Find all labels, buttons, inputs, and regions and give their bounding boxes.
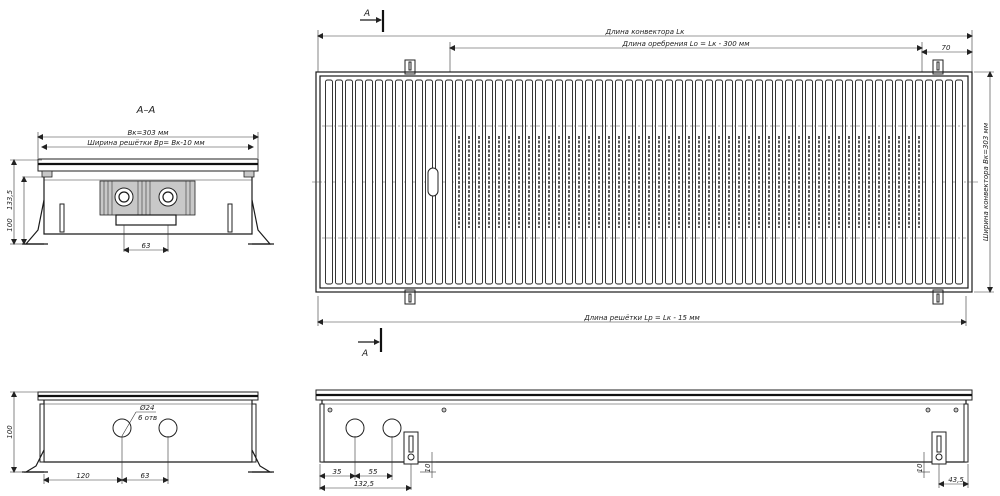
section-arrow-top-label: А xyxy=(363,9,370,19)
fin-length-label: Длина оребрения Lо = Lк - 300 мм xyxy=(622,40,751,48)
grille-bar xyxy=(945,79,953,285)
section-title: А–А xyxy=(136,105,156,116)
grille-length-label: Длина решётки Lр = Lк - 15 мм xyxy=(583,314,700,322)
grille-bar xyxy=(345,79,353,285)
grille-bar xyxy=(415,79,423,285)
hole-count-label: 6 отв xyxy=(138,414,157,422)
side-10a-label: 10 xyxy=(424,463,432,472)
side-hole-right xyxy=(382,418,402,438)
side-43-label: 43,5 xyxy=(948,476,964,484)
grille-width-label: Ширина решётки Вр= Вк-10 мм xyxy=(87,139,205,147)
side-55-label: 55 xyxy=(369,468,378,476)
conv-width-label: Ширина конвектора Вк=303 мм xyxy=(982,122,990,241)
grille-bar xyxy=(335,79,343,285)
front-63-label: 63 xyxy=(141,472,150,480)
pipe-left xyxy=(114,187,134,207)
section-view: А–А Вк=303 мм Ширина решётки Вр= Вк-10 м… xyxy=(6,105,274,253)
edge-70-label: 70 xyxy=(942,44,951,52)
front-height-label: 100 xyxy=(6,425,14,439)
side-view: 35 55 132,5 10 10 43,5 xyxy=(315,389,973,491)
width-bk-label: Вк=303 мм xyxy=(127,129,169,137)
front-view: Ø24 6 отв 100 120 63 xyxy=(6,391,274,484)
grille-handle xyxy=(427,167,439,197)
grille-bar xyxy=(375,79,383,285)
heat-exchanger xyxy=(99,180,196,216)
plan-view: А А Длина конвектора Lк Длина оребрения … xyxy=(312,9,994,359)
pipe-spacing-label: 63 xyxy=(142,242,151,250)
grille-bar xyxy=(925,79,933,285)
side-132-label: 132,5 xyxy=(354,480,375,488)
grille-bar xyxy=(955,79,963,285)
front-hole-left xyxy=(112,418,132,438)
front-120-label: 120 xyxy=(76,472,90,480)
pipe-right xyxy=(158,187,178,207)
hole-dia-label: Ø24 xyxy=(139,404,154,412)
heat-exchanger-fins xyxy=(458,136,920,228)
conv-length-label: Длина конвектора Lк xyxy=(605,28,686,36)
grille-bar xyxy=(385,79,393,285)
height-100-label: 100 xyxy=(6,218,14,232)
front-hole-right xyxy=(158,418,178,438)
grille-bar xyxy=(935,79,943,285)
height-133-label: 133,5 xyxy=(6,189,14,210)
section-arrow-bottom-label: А xyxy=(361,349,368,359)
grille-bar xyxy=(405,79,413,285)
side-10b-label: 10 xyxy=(916,463,924,472)
grille-bar xyxy=(365,79,373,285)
side-35-label: 35 xyxy=(333,468,342,476)
grille-bar xyxy=(325,79,333,285)
side-hole-left xyxy=(345,418,365,438)
grille-bar xyxy=(395,79,403,285)
grille-bar xyxy=(355,79,363,285)
grille-bar xyxy=(445,79,453,285)
